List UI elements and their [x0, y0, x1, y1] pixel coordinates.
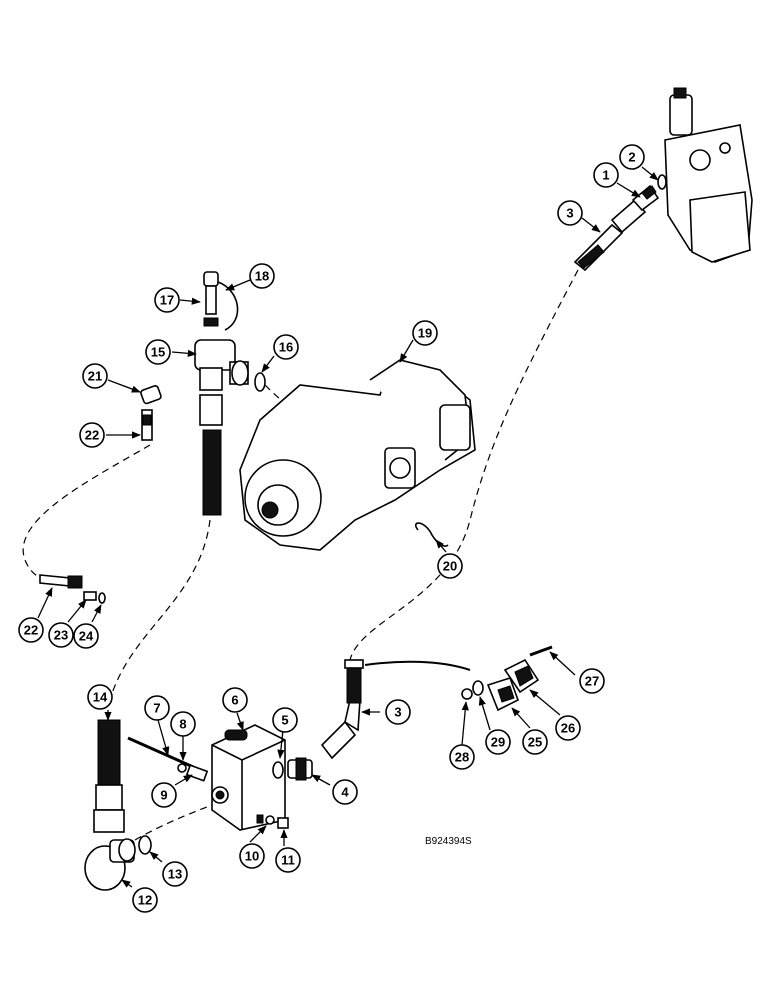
- callout-1: 1: [593, 162, 619, 188]
- elbow-fitting-12: [84, 838, 136, 891]
- callout-17: 17: [154, 287, 180, 313]
- callout-19: 19: [412, 320, 438, 346]
- callout-14: 14: [87, 684, 113, 710]
- callout-5: 5: [272, 707, 298, 733]
- callout-8: 8: [170, 711, 196, 737]
- svg-text:5: 5: [281, 713, 288, 728]
- valve-block-6: [211, 724, 286, 831]
- callout-3-lower: 3: [385, 699, 411, 725]
- callout-22-lower: 22: [18, 617, 44, 643]
- callout-2: 2: [619, 144, 645, 170]
- callout-28: 28: [449, 744, 475, 770]
- callout-23: 23: [48, 622, 74, 648]
- callout-18: 18: [249, 263, 275, 289]
- spacer-8: [177, 763, 187, 773]
- svg-text:12: 12: [138, 893, 152, 908]
- callout-21: 21: [82, 363, 108, 389]
- hydraulic-pump-19: [239, 359, 476, 551]
- callout-9: 9: [151, 782, 177, 808]
- o-ring-16: [254, 372, 266, 392]
- tie-strap-20: [415, 522, 449, 547]
- callout-12: 12: [132, 887, 158, 913]
- svg-text:3: 3: [566, 206, 573, 221]
- tee-fitting-15: [194, 339, 249, 391]
- svg-text:25: 25: [528, 735, 542, 750]
- callout-24: 24: [73, 623, 99, 649]
- o-ring-24: [98, 592, 106, 604]
- callout-27: 27: [579, 668, 605, 694]
- fitting-23: [83, 591, 97, 601]
- svg-text:8: 8: [179, 717, 186, 732]
- svg-text:13: 13: [168, 867, 182, 882]
- callout-15: 15: [145, 339, 171, 365]
- svg-text:24: 24: [79, 629, 94, 644]
- callout-13: 13: [162, 861, 188, 887]
- callout-3-upper: 3: [557, 200, 583, 226]
- svg-text:29: 29: [491, 735, 505, 750]
- svg-text:16: 16: [279, 340, 293, 355]
- figure-code: B924394S: [425, 836, 472, 847]
- hose-3-lower: [320, 659, 364, 760]
- o-ring-13: [138, 835, 152, 855]
- svg-text:18: 18: [255, 269, 269, 284]
- svg-text:2: 2: [628, 150, 635, 165]
- svg-text:19: 19: [418, 326, 432, 341]
- washer-10: [265, 815, 275, 825]
- callout-11: 11: [275, 847, 301, 873]
- bolt-27: [529, 645, 553, 657]
- nut-28: [461, 688, 473, 700]
- svg-text:23: 23: [54, 628, 68, 643]
- callout-29: 29: [485, 729, 511, 755]
- adapter-fitting-4: [287, 757, 313, 781]
- callout-25: 25: [522, 729, 548, 755]
- steering-control-unit: [664, 87, 753, 263]
- spacer-9: [185, 764, 209, 782]
- callout-22-upper: 22: [79, 422, 105, 448]
- callout-7: 7: [144, 695, 170, 721]
- clamp-26: [503, 658, 540, 694]
- callout-4: 4: [332, 779, 358, 805]
- callout-20: 20: [437, 553, 463, 579]
- svg-text:26: 26: [561, 721, 575, 736]
- o-ring-2: [657, 174, 667, 190]
- callout-26: 26: [555, 715, 581, 741]
- svg-text:4: 4: [341, 785, 349, 800]
- svg-text:1: 1: [602, 168, 609, 183]
- svg-text:22: 22: [85, 428, 99, 443]
- svg-text:21: 21: [88, 369, 102, 384]
- svg-text:28: 28: [455, 750, 469, 765]
- svg-text:14: 14: [93, 690, 108, 705]
- svg-text:15: 15: [151, 345, 165, 360]
- svg-text:6: 6: [231, 693, 238, 708]
- svg-text:7: 7: [153, 701, 160, 716]
- connector-22-lower: [39, 574, 83, 589]
- svg-text:10: 10: [245, 849, 259, 864]
- o-ring-5: [272, 761, 284, 779]
- hose-3-upper: [573, 198, 647, 272]
- callout-10: 10: [239, 843, 265, 869]
- svg-text:22: 22: [24, 623, 38, 638]
- callout-6: 6: [222, 687, 248, 713]
- svg-text:9: 9: [160, 788, 167, 803]
- svg-text:17: 17: [160, 293, 174, 308]
- hose-14-upper: [199, 394, 223, 516]
- svg-text:20: 20: [443, 559, 457, 574]
- hose-routing-lines: [22, 269, 579, 841]
- elbow-fitting-21: [140, 385, 162, 405]
- svg-text:27: 27: [585, 674, 599, 689]
- adapter-fitting-1: [631, 184, 660, 212]
- hose-14-lower: [93, 719, 125, 833]
- nut-11: [277, 817, 289, 829]
- connector-22-upper: [141, 409, 153, 441]
- dust-cap-strap-18: [217, 281, 239, 331]
- test-coupler-17: [203, 271, 219, 327]
- clamp-25: [486, 677, 519, 712]
- washer-29: [472, 680, 484, 696]
- svg-text:3: 3: [394, 705, 401, 720]
- leader-lines: [37, 166, 659, 888]
- callout-16: 16: [273, 334, 299, 360]
- svg-text:11: 11: [281, 853, 295, 868]
